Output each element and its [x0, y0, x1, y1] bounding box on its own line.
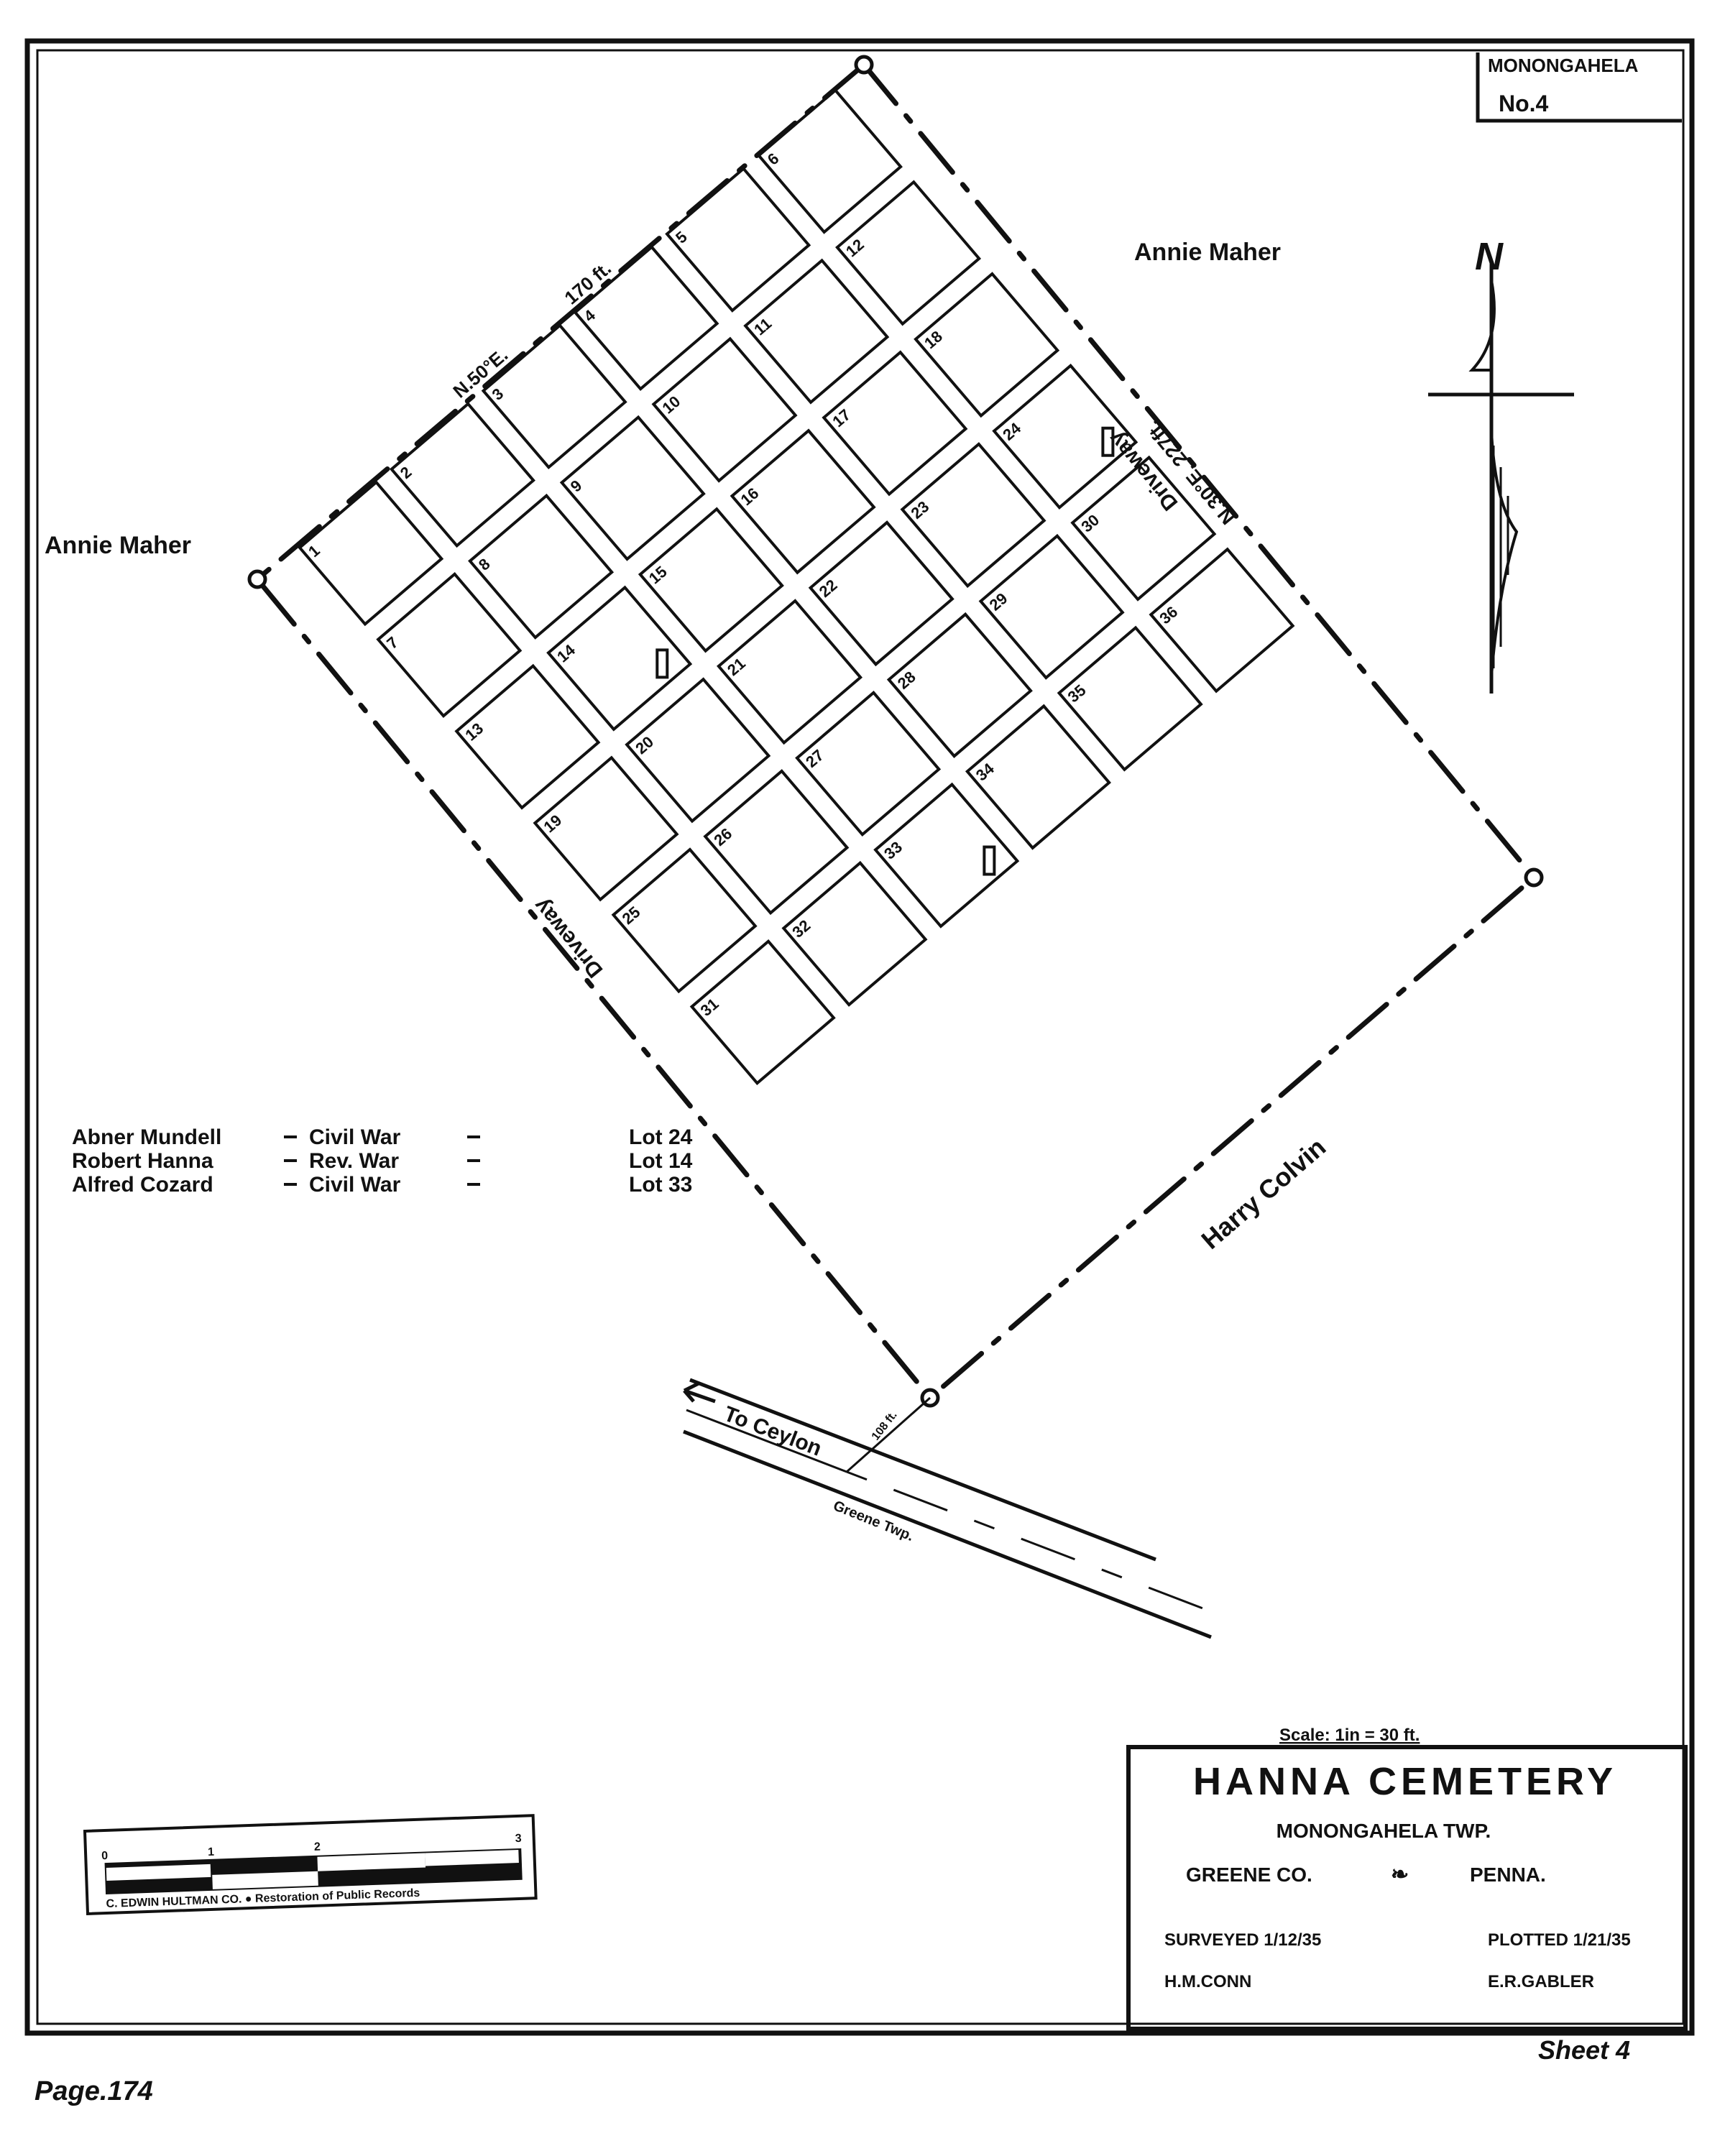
lot-6 — [756, 88, 903, 234]
grave-markers — [656, 426, 1115, 876]
lot-23 — [900, 442, 1046, 589]
outer-frame — [24, 38, 1695, 2036]
township: MONONGAHELA TWP. — [1276, 1820, 1491, 1842]
lot-22 — [808, 520, 954, 667]
lot-33 — [873, 782, 1020, 929]
adjoiner-west: Annie Maher — [45, 532, 191, 559]
road: To Ceylon 108 ft. Greene Twp. — [683, 1378, 1230, 1639]
county: GREENE CO. — [1186, 1864, 1312, 1886]
burial-lot: Lot 33 — [629, 1173, 692, 1197]
adjoiner-north: Annie Maher — [1134, 239, 1281, 266]
lot-9 — [559, 415, 706, 561]
lot-18 — [914, 272, 1060, 418]
lot-10 — [651, 336, 798, 483]
title-block: HANNA CEMETERY MONONGAHELA TWP. GREENE C… — [1126, 1745, 1688, 2031]
lot-24 — [992, 363, 1138, 510]
scale-note: Scale: 1in = 30 ft. — [1279, 1726, 1420, 1745]
lot-30 — [1070, 455, 1217, 602]
lot-16 — [730, 428, 876, 575]
burial-lot: Lot 14 — [629, 1149, 693, 1173]
lot-2 — [389, 402, 535, 548]
driveway-west-label: Driveway — [529, 894, 607, 982]
lot-32 — [781, 860, 928, 1007]
lot-19 — [533, 755, 679, 902]
ornament-icon: ❧ — [1391, 1863, 1409, 1886]
plotted-date: PLOTTED 1/21/35 — [1488, 1930, 1631, 1950]
burial-war: Civil War — [309, 1125, 401, 1149]
scale-bar: 0 1 2 3 C. EDWIN HULTMAN CO. ● Restorati… — [83, 1814, 538, 1915]
lot-20 — [625, 677, 771, 824]
lot-17 — [822, 350, 968, 497]
lot-21 — [716, 599, 863, 745]
burial-war: Civil War — [309, 1173, 401, 1197]
arrow-left-icon — [683, 1381, 716, 1404]
lot-34 — [965, 704, 1111, 850]
corner-monument-north — [854, 55, 874, 75]
burial-lot: Lot 24 — [629, 1125, 693, 1149]
grave-marker-icon — [1101, 426, 1115, 457]
lot-4 — [573, 244, 719, 391]
grave-marker-icon — [656, 648, 669, 679]
badge-number: No.4 — [1499, 91, 1549, 116]
burial-name: Robert Hanna — [72, 1149, 213, 1173]
lot-12 — [835, 180, 982, 326]
lot-29 — [978, 533, 1125, 680]
lot-11 — [743, 258, 890, 405]
sheet-badge: MONONGAHELA No.4 — [1476, 52, 1682, 123]
lot-26 — [703, 769, 850, 916]
lot-35 — [1057, 625, 1203, 772]
scale-tick-2: 2 — [314, 1841, 321, 1853]
lot-36 — [1149, 547, 1295, 694]
cemetery-boundary — [247, 55, 1544, 1408]
lot-27 — [795, 691, 942, 837]
surveyor: H.M.CONN — [1164, 1972, 1251, 1991]
north-label: N — [1475, 235, 1504, 278]
lot-5 — [665, 166, 811, 313]
corner-monument-east — [1524, 867, 1544, 888]
scale-tick-3: 3 — [515, 1833, 522, 1845]
lot-31 — [689, 939, 836, 1086]
corner-monument-west — [247, 569, 267, 589]
lot-28 — [886, 612, 1033, 758]
state: PENNA. — [1470, 1864, 1546, 1886]
lot-14 — [546, 585, 693, 732]
scale-tick-0: 0 — [101, 1850, 109, 1862]
plotter: E.R.GABLER — [1488, 1972, 1594, 1991]
lot-25 — [611, 847, 758, 994]
page-number: Page.174 — [34, 2076, 153, 2106]
surveyed-date: SURVEYED 1/12/35 — [1164, 1930, 1321, 1950]
title: HANNA CEMETERY — [1193, 1760, 1617, 1803]
lot-13 — [454, 663, 601, 810]
lot-7 — [376, 572, 523, 719]
burial-name: Alfred Cozard — [72, 1173, 213, 1197]
burial-name: Abner Mundell — [72, 1125, 221, 1149]
inner-frame — [36, 49, 1685, 2025]
scale-tick-1: 1 — [208, 1846, 215, 1858]
sheet-number: Sheet 4 — [1538, 2035, 1630, 2065]
grave-marker-icon — [983, 845, 996, 876]
lot-15 — [638, 507, 784, 653]
lot-8 — [468, 493, 615, 640]
lot-1 — [298, 480, 444, 627]
burial-war: Rev. War — [309, 1149, 399, 1173]
lot-3 — [481, 323, 627, 470]
north-arrow-icon: N — [1428, 235, 1574, 694]
badge-township: MONONGAHELA — [1488, 55, 1639, 76]
